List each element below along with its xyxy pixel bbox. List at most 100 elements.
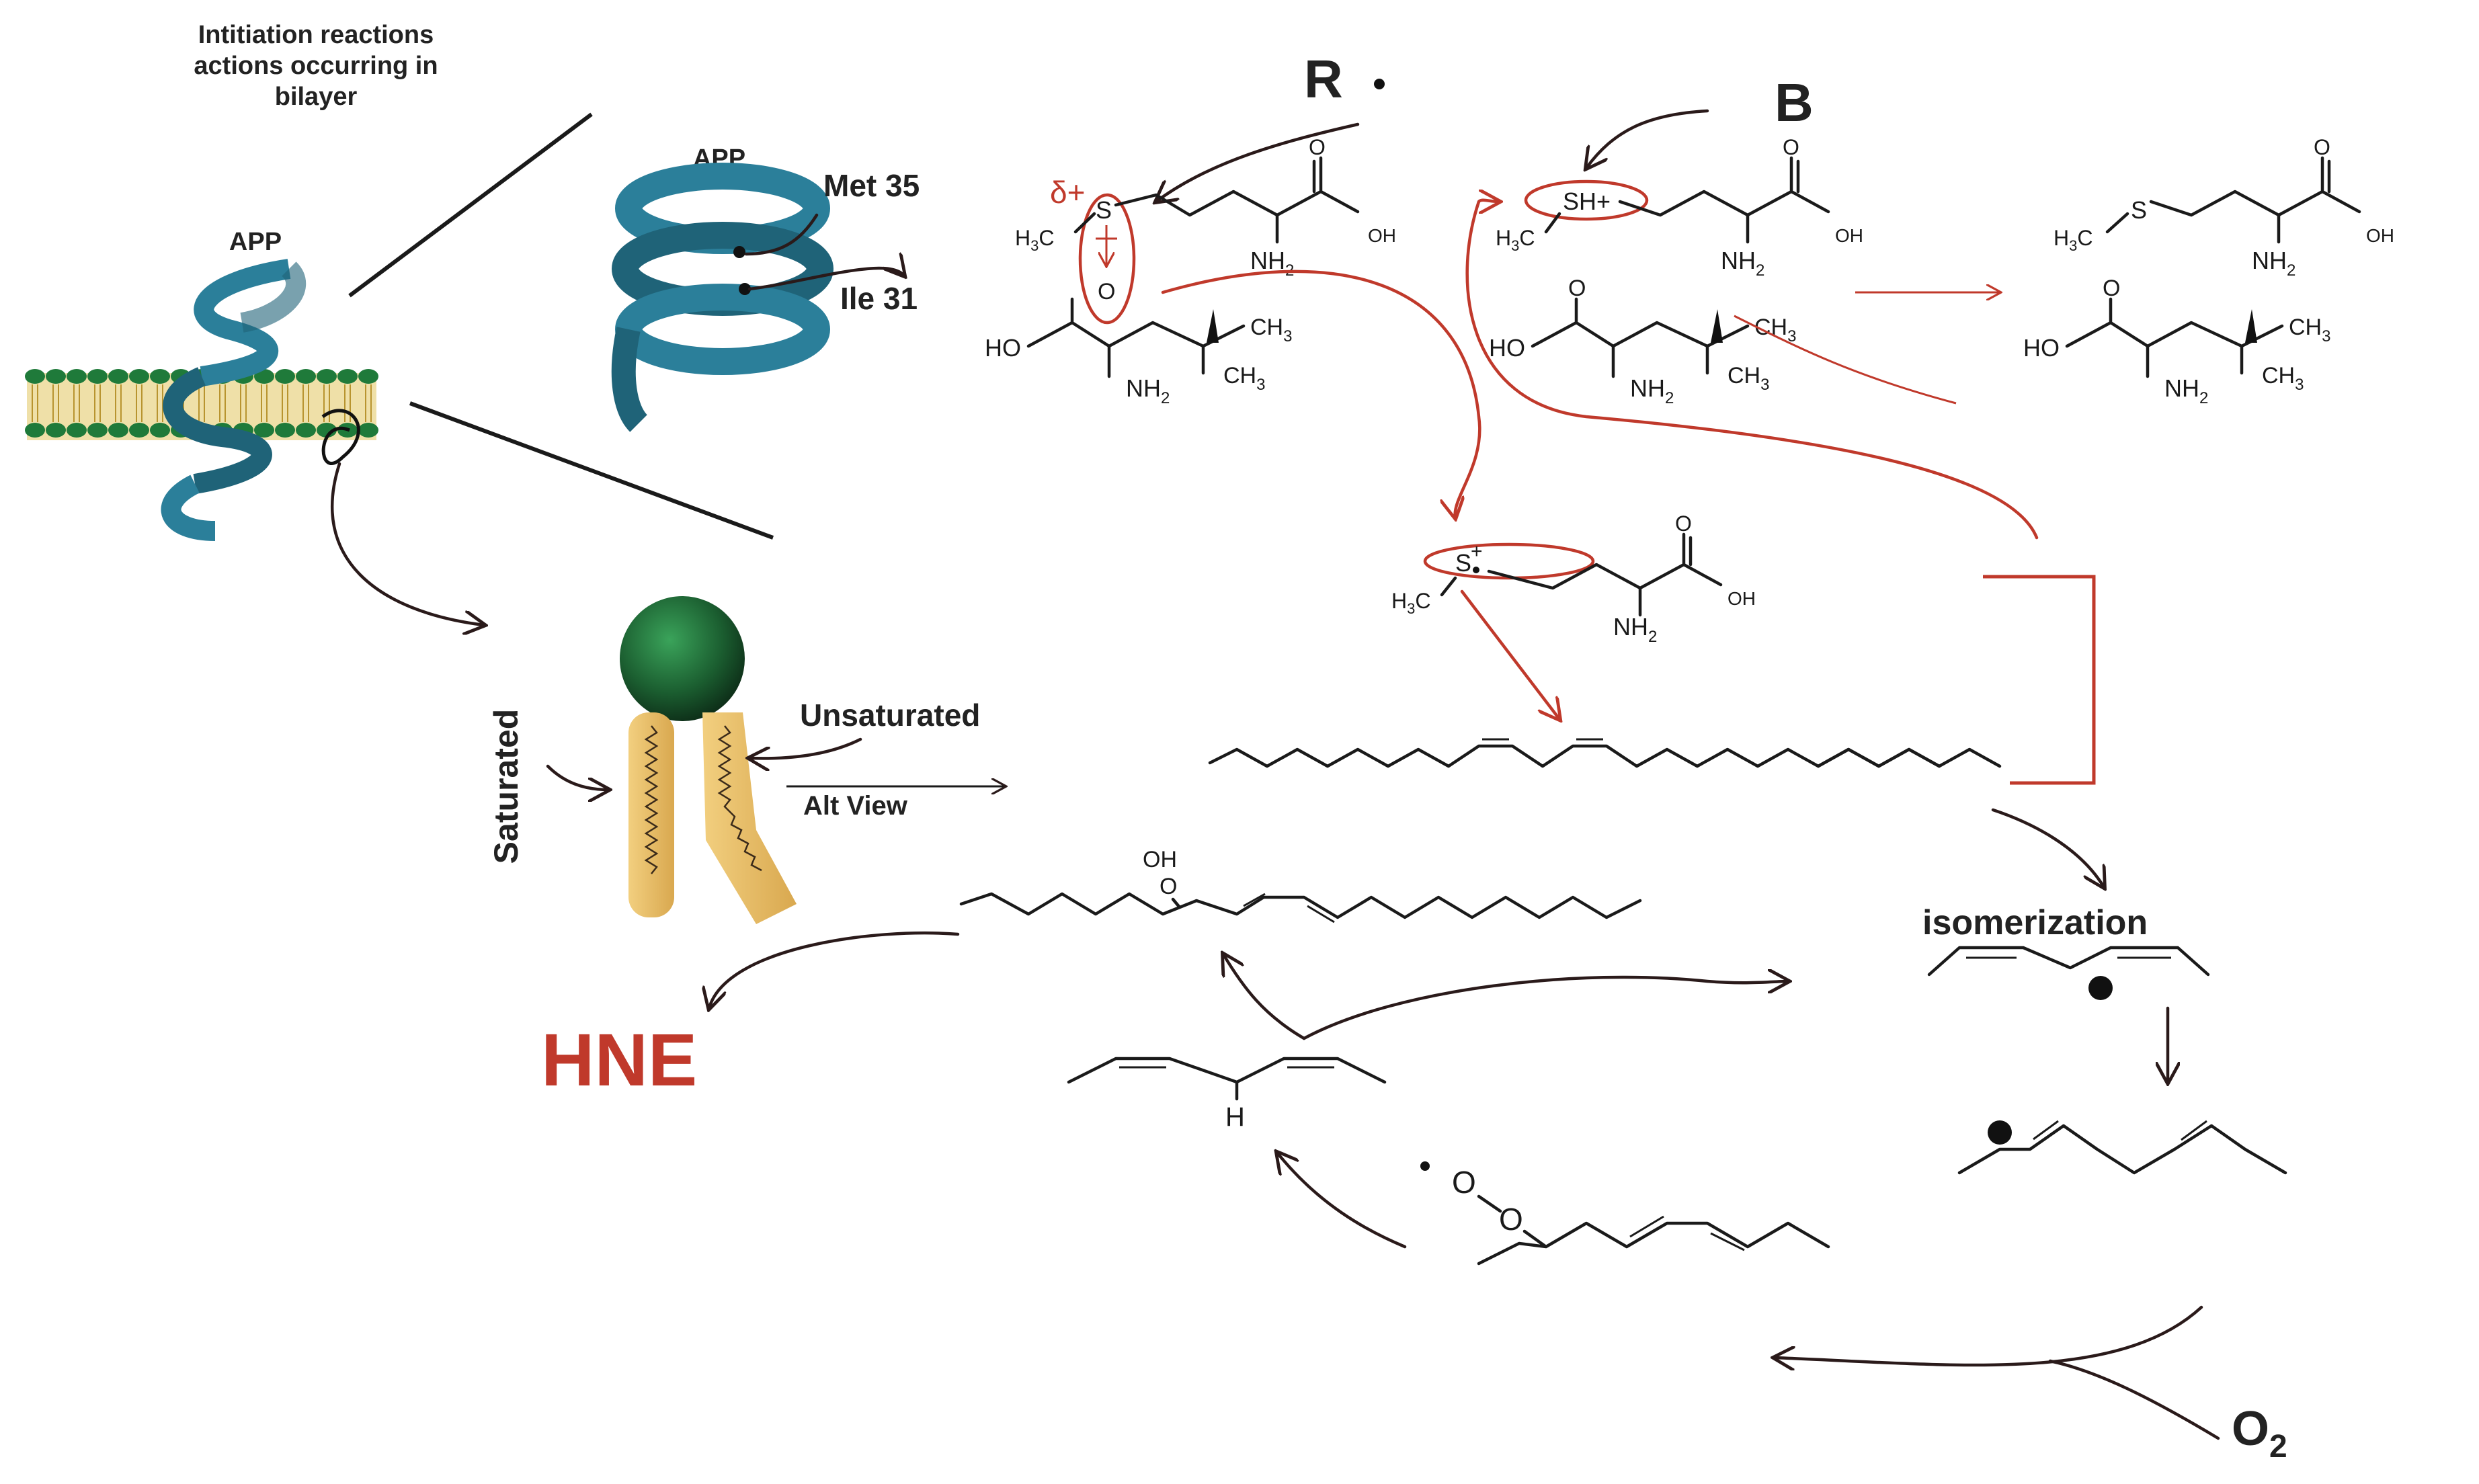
hne-label: HNE	[541, 1019, 697, 1102]
bilayer-tail	[198, 384, 205, 422]
bilayer-tail	[261, 384, 268, 422]
bilayer-head	[46, 369, 66, 384]
o2-addition-arrow	[1775, 1305, 2203, 1365]
ile3-o: O	[2103, 276, 2120, 301]
bilayer-tail	[240, 384, 247, 422]
met1-oh: OH	[1368, 225, 1396, 246]
bilayer-head	[296, 369, 316, 384]
unsaturated-arrow	[749, 737, 862, 758]
met1-sulfoxide-o: O	[1098, 279, 1115, 304]
to-hne-arrow	[709, 931, 960, 1008]
met4-oh: OH	[1728, 588, 1756, 609]
bilayer-head	[46, 423, 66, 438]
bilayer-tail	[94, 384, 101, 422]
bilayer-head	[275, 369, 295, 384]
bilayer-head	[150, 423, 170, 438]
ile31-pointer	[747, 268, 904, 291]
bilayer-tail	[115, 384, 122, 422]
bilayer-head	[275, 423, 295, 438]
ile3-nh2: NH2	[2164, 374, 2208, 407]
r-attack-arrow	[1156, 122, 1360, 202]
bilayer-tail	[219, 384, 226, 422]
ile2-ho: HO	[1489, 334, 1525, 362]
allylic-h: H	[1225, 1102, 1245, 1132]
bilayer-head	[108, 369, 128, 384]
isomerization-label: isomerization	[1922, 903, 2148, 942]
hydroperoxide-oh: OH	[1143, 847, 1177, 872]
met3-h3c: H3C	[2054, 226, 2092, 254]
sulfoxide-to-cation-arrow	[1161, 270, 1481, 518]
initiation-title-line1: Intitiation reactions	[198, 21, 434, 49]
to-isomerization-arrow	[1991, 808, 2104, 887]
bilayer-head	[87, 369, 108, 384]
bilayer-tail	[73, 384, 80, 422]
ile2-nh2: NH2	[1630, 374, 1674, 407]
lipid-saturated-tail	[628, 712, 674, 917]
bilayer-tail	[365, 384, 372, 422]
bilayer-head	[25, 369, 45, 384]
s-plus-highlight	[1423, 542, 1595, 580]
met3-nh2: NH2	[2252, 247, 2295, 280]
app-helix-left	[161, 259, 360, 541]
saturated-label: Saturated	[487, 709, 525, 864]
unsaturated-label: Unsaturated	[800, 698, 980, 733]
h-abstraction-arrow	[1277, 1153, 1407, 1249]
hydroperoxide: OH O	[959, 847, 1642, 923]
conjugated-radical	[1957, 1124, 2287, 1175]
bilayer-tail	[32, 384, 38, 422]
bilayer-head	[358, 369, 378, 384]
alt-view-label: Alt View	[803, 791, 908, 821]
bilayer-head	[317, 423, 337, 438]
zoom-line-top	[348, 112, 593, 298]
lipid-unsaturated-tail	[702, 712, 797, 924]
ile1-ch3-a: CH3	[1250, 315, 1292, 345]
ile2-ch3-b: CH3	[1728, 363, 1769, 394]
b-attack-arrow	[1586, 109, 1709, 168]
bilayer-head	[254, 423, 274, 438]
phospholipid	[620, 596, 797, 924]
met4-nh2: NH2	[1613, 613, 1657, 646]
saturated-arrow	[546, 764, 608, 790]
regeneration-arrow	[1465, 200, 2039, 540]
bilayer-head	[337, 369, 358, 384]
ile3-ch3-a: CH3	[2289, 315, 2330, 345]
bilayer-head	[67, 369, 87, 384]
allylic-diene: H	[1067, 1057, 1387, 1132]
initiation-title-line3: bilayer	[275, 83, 358, 111]
ile1-ch3-b: CH3	[1223, 363, 1265, 394]
ile3-ho: HO	[2023, 334, 2060, 362]
met2-nh2: NH2	[1721, 247, 1764, 280]
lipid-head	[620, 596, 745, 721]
peroxyl-o2: O	[1499, 1202, 1523, 1237]
ile2-o: O	[1568, 276, 1586, 301]
ile1-ho: HO	[985, 334, 1021, 362]
bilayer-head	[108, 423, 128, 438]
bilayer-head	[296, 423, 316, 438]
initiation-title-line2: actions occurring in	[194, 52, 438, 80]
met1-s: S	[1096, 196, 1112, 224]
bilayer-to-lipid-arrow	[331, 462, 484, 625]
sh-plus-highlight	[1524, 179, 1649, 221]
ile31-label: Ile 31	[840, 281, 918, 316]
peroxyl-radical: O O	[1420, 1161, 1830, 1266]
met2-sh-plus: SH+	[1563, 188, 1611, 215]
bilayer-tail	[157, 384, 163, 422]
radical-dot	[1374, 79, 1385, 89]
bilayer-head	[67, 423, 87, 438]
met35-pointer	[744, 213, 819, 256]
met-ile-pair-1: δ+ S H3C O OH NH2 O HO CH3 CH3 NH2	[985, 135, 1396, 407]
met-ile-pair-2: SH+ H3C O OH NH2 HO O CH3 CH3 NH2	[1489, 135, 1957, 407]
bilayer-head	[150, 369, 170, 384]
bilayer-head	[358, 423, 378, 438]
met3-o: O	[2314, 135, 2330, 159]
bilayer-head	[254, 369, 274, 384]
app-helix-zoom	[611, 163, 834, 432]
ile3-ch3-b: CH3	[2262, 363, 2304, 394]
bilayer-tail	[282, 384, 288, 422]
hydroperoxide-o: O	[1160, 874, 1177, 899]
bilayer-head	[129, 423, 149, 438]
met4-h3c: H3C	[1391, 589, 1430, 617]
zoom-line-bottom	[409, 401, 774, 540]
o2-in-line	[2048, 1359, 2220, 1440]
